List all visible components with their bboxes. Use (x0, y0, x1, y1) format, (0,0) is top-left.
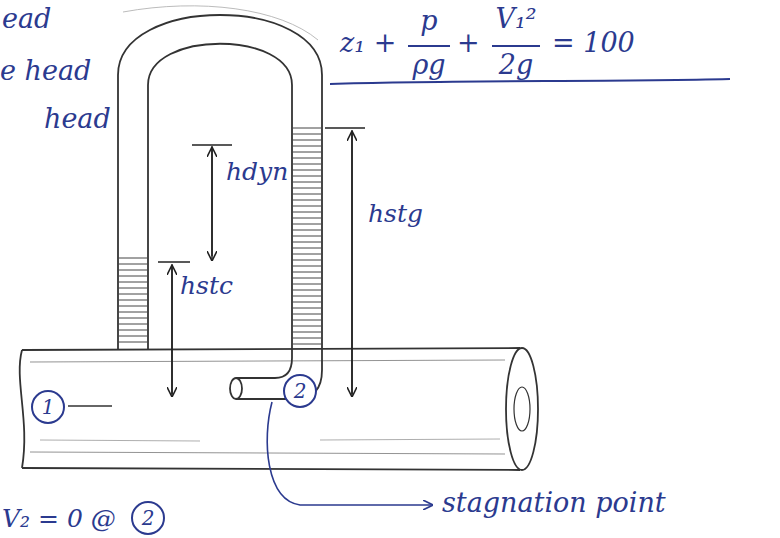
liquid-column (292, 128, 322, 344)
handwritten-label: hdyn (226, 158, 288, 186)
point-number: 2 (285, 380, 315, 402)
handwritten-label: hstc (180, 272, 233, 300)
point-number: 2 (133, 507, 163, 529)
handwritten-label: V₂ = 0 @ (2, 505, 116, 533)
handwritten-label: e head (0, 56, 91, 86)
equation-term: p (420, 6, 437, 36)
point-circle: 1 (31, 390, 65, 424)
handwritten-label: hstg (368, 200, 423, 228)
dimension-lines (158, 128, 365, 396)
callout-text: stagnation point (442, 488, 666, 518)
equation-term: V₁² (495, 4, 536, 34)
equation-term: = 100 (552, 28, 635, 58)
point-circle: 2 (283, 374, 317, 408)
point-number: 1 (33, 396, 63, 418)
point-circle: 2 (131, 501, 165, 535)
equation-term: 2g (499, 50, 533, 80)
handwritten-label: ead (2, 4, 51, 34)
leader-line (267, 402, 432, 505)
pitot-tube (118, 6, 322, 399)
equation-term: z₁ + (340, 28, 396, 58)
handwritten-label: head (44, 104, 111, 134)
liquid-column (118, 258, 148, 342)
equation-term: ρg (412, 50, 445, 80)
equation-term: + (457, 28, 480, 58)
pipe (20, 348, 538, 470)
